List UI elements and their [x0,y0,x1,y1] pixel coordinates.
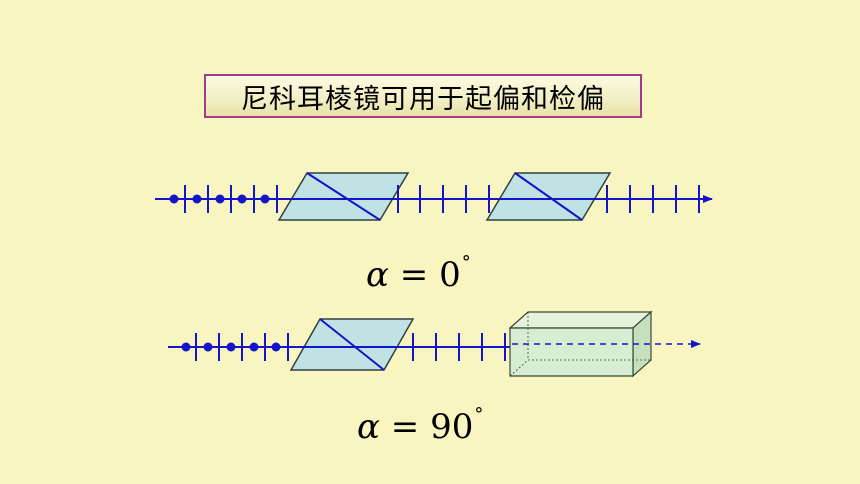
dot-mark [260,194,270,204]
degree-symbol: ° [474,404,484,425]
unpolarized-marks-2 [181,333,289,361]
title-text: 尼科耳棱镜可用于起偏和检偏 [241,83,605,115]
dot-mark [226,342,236,352]
transmitted-marks-1 [606,185,700,213]
title-box: 尼科耳棱镜可用于起偏和检偏 [204,74,642,118]
analyzer-box [508,310,653,378]
dot-mark [192,194,202,204]
alpha-symbol: α [357,407,380,447]
dot-mark [169,194,179,204]
nicol-prism-polarizer-2 [289,318,415,371]
dot-mark [237,194,247,204]
equals-sign: = [390,407,420,447]
row-alpha-90 [168,310,701,378]
angle-label-0: α = 0° [366,252,471,295]
dot-mark [181,342,191,352]
angle-value: 90 [430,407,474,447]
degree-symbol: ° [461,252,471,273]
nicol-prism-polarizer-1 [277,172,410,221]
row-alpha-0 [155,172,713,221]
unpolarized-marks-1 [169,185,278,213]
alpha-symbol: α [366,255,389,295]
dot-mark [271,342,281,352]
dot-mark [203,342,213,352]
angle-label-90: α = 90° [357,404,483,447]
dot-mark [215,194,225,204]
dot-mark [249,342,259,352]
nicol-prism-analyzer-1 [485,172,612,221]
equals-sign: = [399,255,429,295]
polarized-marks-2 [412,333,506,361]
angle-value: 0 [439,255,461,295]
